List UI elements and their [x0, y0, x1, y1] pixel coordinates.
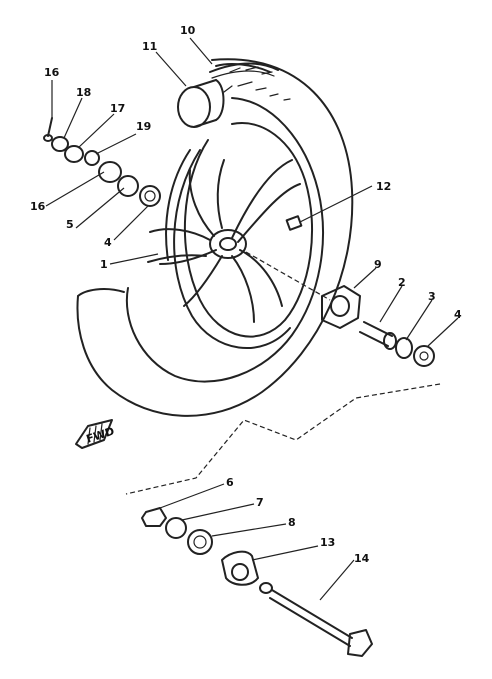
callout-6: 6 [226, 476, 234, 489]
callout-12: 12 [376, 180, 391, 193]
callout-11: 11 [142, 40, 157, 53]
tube-cylinder [177, 79, 225, 128]
callout-16-top: 16 [44, 66, 60, 79]
callout-3: 3 [428, 290, 436, 303]
right-side-parts [245, 251, 435, 367]
callout-19: 19 [136, 120, 151, 133]
callout-10: 10 [180, 24, 196, 37]
callout-1: 1 [100, 258, 108, 271]
callout-17: 17 [110, 102, 125, 115]
callout-5-left: 5 [66, 218, 74, 231]
callout-13: 13 [320, 536, 335, 549]
forward-marker-label: FWD [85, 424, 116, 445]
wheel-hub [147, 228, 247, 263]
balance-weight [285, 215, 303, 231]
callout-9: 9 [374, 258, 382, 271]
callout-7: 7 [256, 496, 264, 509]
wheel-rim [165, 122, 314, 350]
callout-18: 18 [76, 86, 91, 99]
leader-lines [45, 37, 459, 601]
lower-parts [141, 507, 373, 657]
callout-14: 14 [354, 552, 370, 565]
forward-arrow-icon [75, 419, 113, 449]
left-side-parts [43, 117, 161, 207]
callout-8: 8 [288, 516, 296, 529]
separation-line [125, 383, 441, 495]
rim-band [209, 62, 279, 79]
callout-4-right: 4 [454, 308, 462, 321]
callout-labels: 10 11 16 18 17 19 16 5 4 1 12 9 2 3 4 6 … [30, 24, 462, 565]
callout-16-left: 16 [30, 200, 46, 213]
wheel-spokes [159, 159, 301, 323]
callout-2: 2 [398, 276, 406, 289]
callout-4-left: 4 [104, 236, 112, 249]
